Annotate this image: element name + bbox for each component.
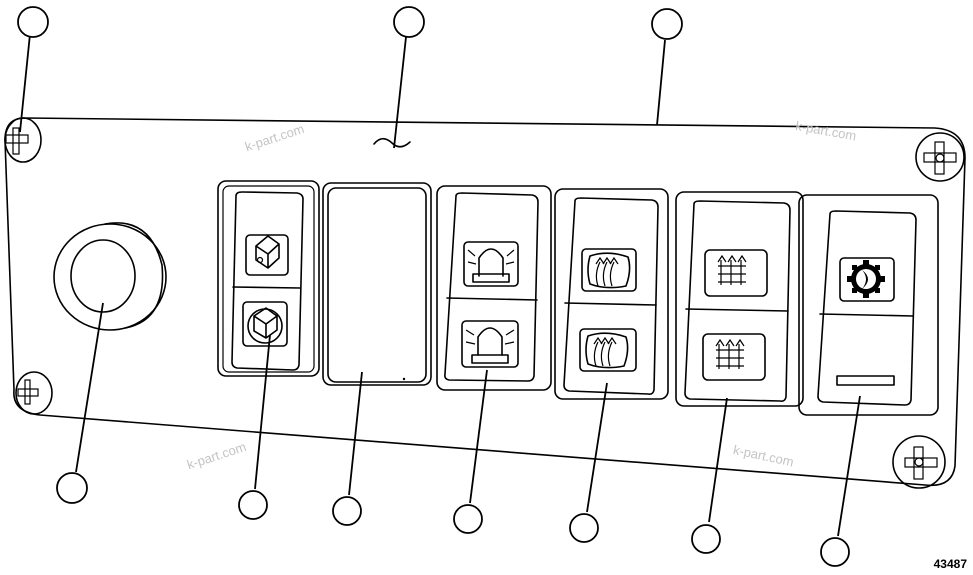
rotary-knob [53,222,167,331]
indicator-bar-icon [836,375,895,386]
callout-9 [691,524,721,554]
beacon-icon [463,241,519,287]
callout-1 [17,6,49,38]
callout-7 [453,504,483,534]
beacon-icon [461,320,519,368]
night-mode-switch [798,194,939,416]
screw-upper-left [4,117,42,163]
callout-circles [17,6,850,567]
callout-8 [569,513,599,543]
figure-number: 43487 [933,557,967,571]
callout-4 [56,472,88,504]
callout-3 [651,8,683,40]
callout-10 [820,537,850,567]
break-mark-icon [373,137,411,148]
work-light-switch [217,180,320,377]
screw-upper-right [915,132,965,182]
leader-lines [19,33,861,537]
panel-plate [4,117,966,487]
rear-defrost-icon [581,248,637,292]
callout-6 [332,496,362,526]
screw-lower-left [15,371,53,415]
rear-defrost-icon [579,328,637,372]
blank-plug [322,182,432,386]
front-defrost-switch [675,191,804,407]
beacon-switch [436,185,552,391]
work-light-icon [245,234,289,276]
callout-2 [393,6,425,38]
rear-defrost-switch [554,188,669,400]
callout-5 [238,490,268,520]
front-defrost-icon [704,249,768,297]
screw-lower-right [892,435,946,489]
work-light-on-icon [242,301,288,347]
front-defrost-icon [702,333,766,381]
gear-moon-icon [839,257,895,302]
